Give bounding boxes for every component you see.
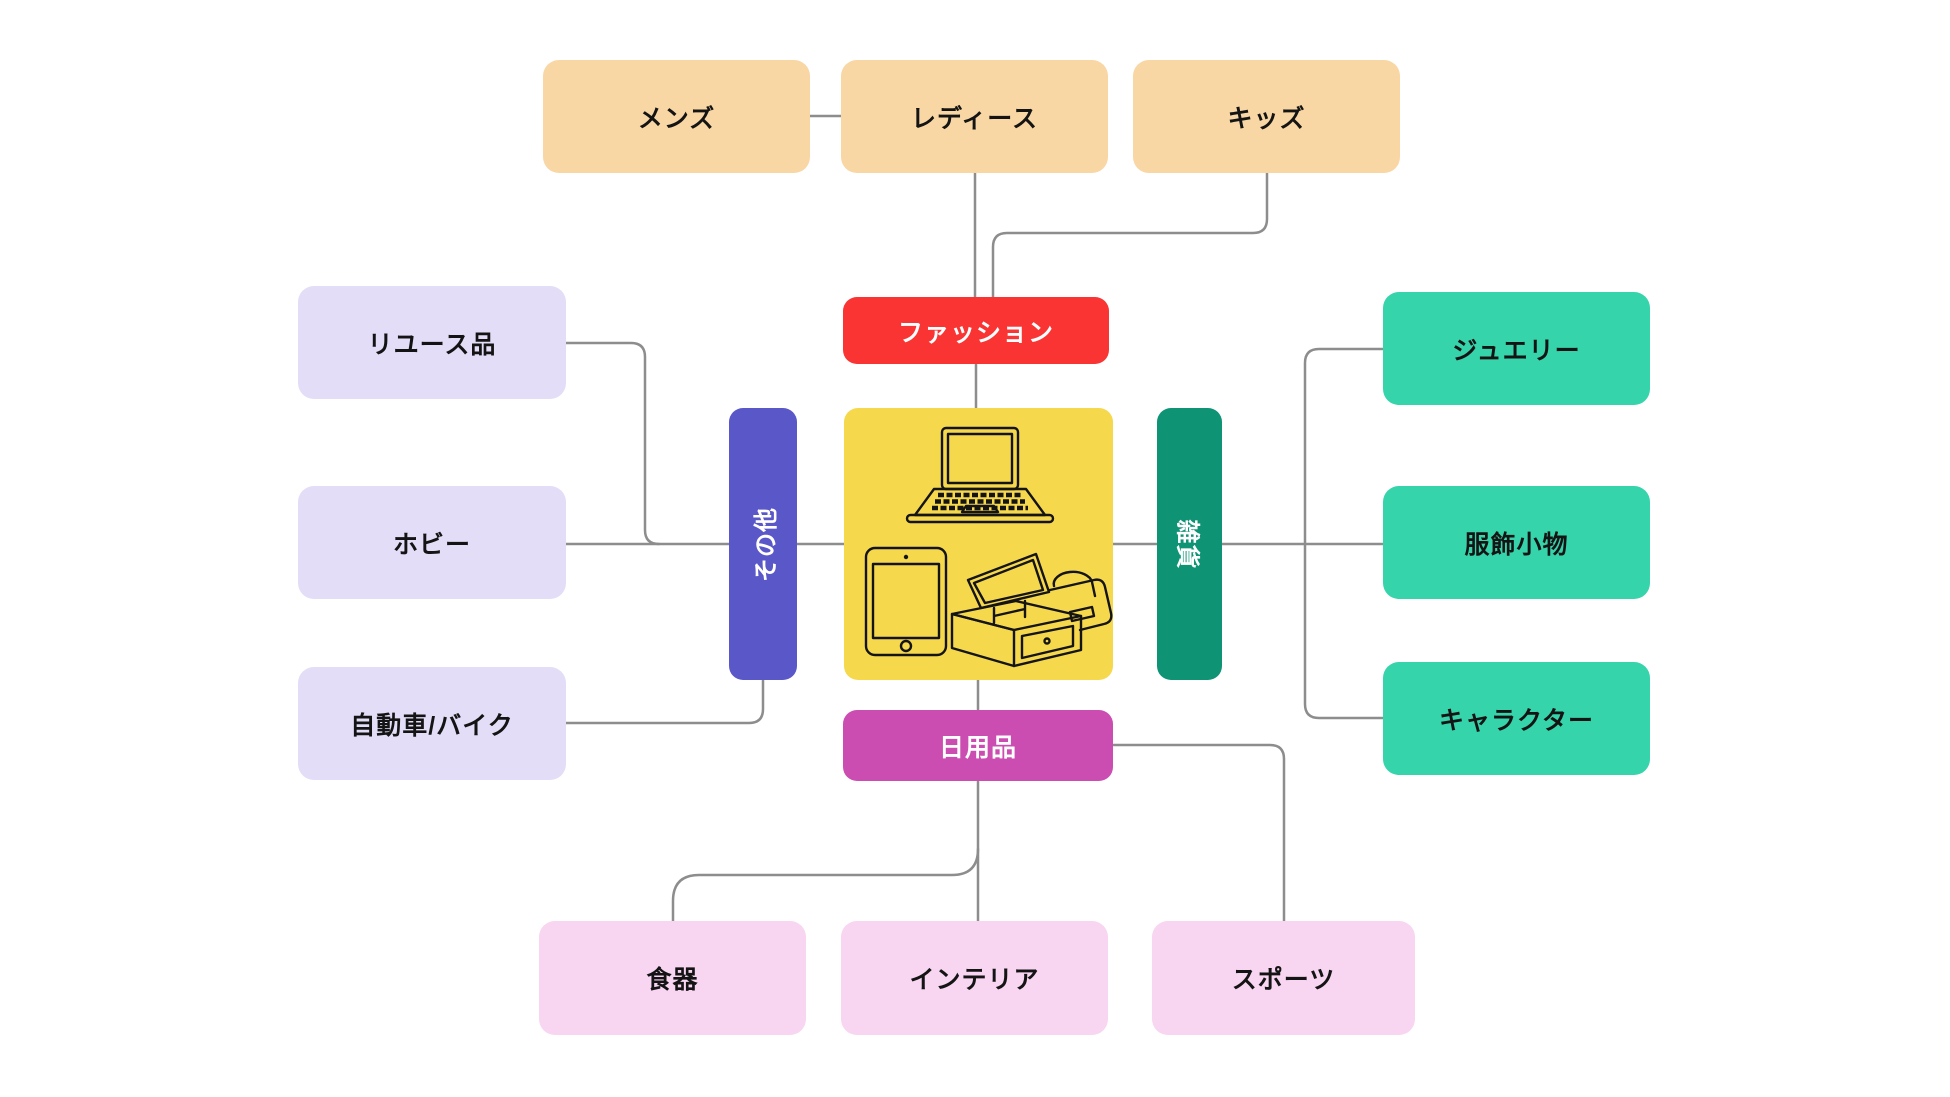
node-fashion-label: ファッション (897, 318, 1054, 347)
edge-branch-character (1303, 542, 1385, 720)
tablet-icon (866, 548, 946, 655)
node-kids[interactable]: キッズ (1133, 60, 1400, 173)
node-interior-label: インテリア (909, 966, 1040, 994)
node-character[interactable]: キャラクター (1383, 662, 1650, 775)
node-mens-label: メンズ (637, 104, 716, 133)
node-ladies[interactable]: レディース (841, 60, 1108, 173)
node-sports-label: スポーツ (1231, 966, 1336, 994)
node-others[interactable]: その他 (729, 408, 797, 680)
node-zakka[interactable]: 雑貨 (1157, 408, 1222, 680)
edge-reuse-branch (564, 341, 661, 546)
node-accessories[interactable]: 服飾小物 (1383, 486, 1650, 599)
laptop-icon (907, 428, 1053, 522)
edge-daily-sports (1111, 743, 1286, 923)
node-accessories-label: 服飾小物 (1464, 530, 1569, 559)
node-sports[interactable]: スポーツ (1152, 921, 1415, 1035)
node-daily-goods[interactable]: 日用品 (843, 710, 1113, 781)
node-devices[interactable] (844, 408, 1113, 680)
node-fashion[interactable]: ファッション (843, 297, 1109, 364)
node-daily-goods-label: 日用品 (938, 733, 1017, 762)
node-mens[interactable]: メンズ (543, 60, 810, 173)
node-hobby[interactable]: ホビー (298, 486, 566, 599)
node-jewelry[interactable]: ジュエリー (1383, 292, 1650, 405)
node-reuse[interactable]: リユース品 (298, 286, 566, 399)
node-car-bike-label: 自動車/バイク (350, 711, 514, 740)
node-zakka-label: 雑貨 (1173, 519, 1200, 569)
node-jewelry-label: ジュエリー (1452, 336, 1581, 365)
edge-kids-fashion (991, 171, 1269, 299)
node-interior[interactable]: インテリア (841, 921, 1108, 1035)
node-tableware-label: 食器 (646, 966, 699, 994)
node-character-label: キャラクター (1438, 706, 1594, 735)
node-others-label: その他 (752, 506, 780, 582)
node-reuse-label: リユース品 (367, 330, 497, 359)
edge-carbike-others (564, 678, 765, 725)
node-kids-label: キッズ (1227, 104, 1306, 133)
node-hobby-label: ホビー (392, 530, 471, 559)
pos-register-icon (952, 554, 1111, 666)
edge-branch-jewelry (1303, 347, 1385, 546)
edge-daily-tableware (671, 847, 980, 923)
node-ladies-label: レディース (910, 104, 1038, 133)
node-car-bike[interactable]: 自動車/バイク (298, 667, 566, 780)
node-tableware[interactable]: 食器 (539, 921, 806, 1035)
